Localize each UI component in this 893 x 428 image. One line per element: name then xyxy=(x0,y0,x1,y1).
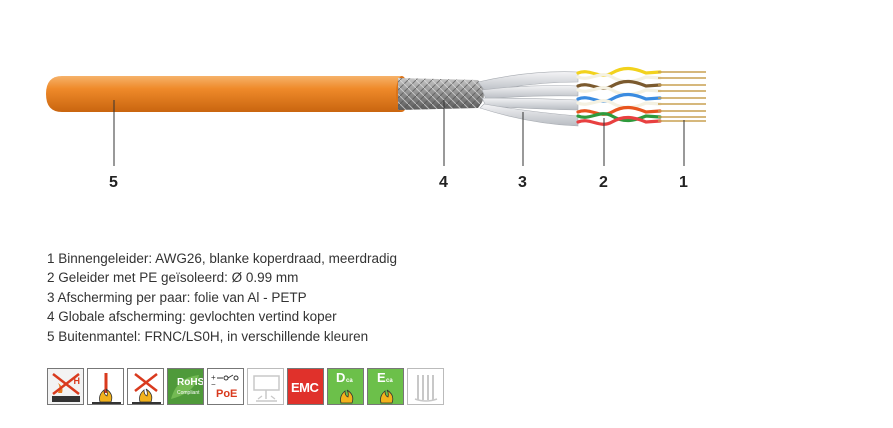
callout-2: 2 xyxy=(599,174,608,191)
twisted-pairs xyxy=(576,66,662,126)
poe-icon: + − PoE xyxy=(207,368,244,405)
outdoor-cable-icon xyxy=(247,368,284,405)
certification-badges: H RoHS Compliant + − xyxy=(47,368,444,405)
leader-lines xyxy=(113,100,685,166)
legend-item-jacket: 5 Buitenmantel: FRNC/LS0H, in verschille… xyxy=(47,328,369,344)
no-flame-propagation-icon xyxy=(127,368,164,405)
legend-item-overall-shield: 4 Globale afscherming: gevlochten vertin… xyxy=(47,309,337,325)
rohs-sublabel: Compliant xyxy=(177,390,200,396)
flame-retardant-icon xyxy=(87,368,124,405)
poe-label: PoE xyxy=(216,388,238,400)
rohs-label: RoHS xyxy=(177,377,204,388)
halogen-label: H xyxy=(73,376,81,386)
eca-sublabel: ca xyxy=(386,378,393,384)
cpr-dca-icon: D ca xyxy=(327,368,364,405)
dca-label: D xyxy=(336,370,346,385)
legend-item-pair-shield: 3 Afscherming per paar: folie van Al - P… xyxy=(47,289,307,305)
legend-item-insulation: 2 Geleider met PE geïsoleerd: Ø 0.99 mm xyxy=(47,270,299,286)
rohs-icon: RoHS Compliant xyxy=(167,368,204,405)
svg-text:+: + xyxy=(211,373,216,382)
dca-sublabel: ca xyxy=(346,378,353,384)
outer-jacket xyxy=(46,76,408,112)
cable-diagram: 5 4 3 2 1 xyxy=(46,66,706,191)
component-legend: 1 Binnengeleider: AWG26, blanke koperdra… xyxy=(47,249,397,346)
emc-label: EMC xyxy=(291,380,319,395)
legend-item-conductor: 1 Binnengeleider: AWG26, blanke koperdra… xyxy=(47,251,397,266)
callout-4: 4 xyxy=(439,174,448,191)
callout-1: 1 xyxy=(679,174,688,191)
cpr-eca-icon: E ca xyxy=(367,368,404,405)
emc-icon: EMC xyxy=(287,368,324,405)
callout-5: 5 xyxy=(109,174,118,191)
pair-foils xyxy=(477,71,579,127)
cable-bundle-icon xyxy=(407,368,444,405)
eca-label: E xyxy=(377,370,386,385)
braided-shield xyxy=(398,78,484,110)
copper-conductors xyxy=(658,71,706,122)
svg-text:−: − xyxy=(211,380,216,389)
halogen-free-icon: H xyxy=(47,368,84,405)
callout-3: 3 xyxy=(518,174,527,191)
